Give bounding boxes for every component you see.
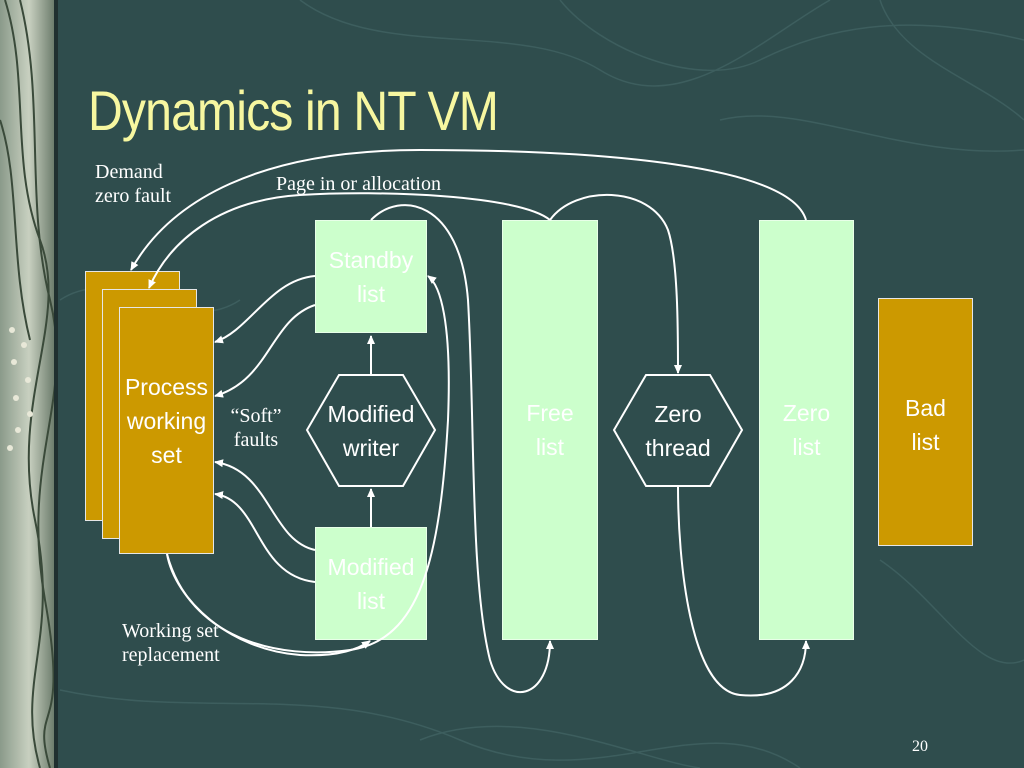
pws-line-2: working <box>126 407 207 434</box>
zero-list-box: Zero list <box>759 220 854 640</box>
arrow-modified-soft-fault-2 <box>214 491 316 583</box>
arrow-zero-to-process <box>130 148 807 271</box>
free-list-line-2: list <box>535 434 565 460</box>
arrow-process-to-standby <box>166 275 450 654</box>
standby-list-box: Standby list <box>315 220 427 333</box>
zero-list-line-2: list <box>792 434 821 460</box>
zero-thread-line-1: Zero <box>654 400 702 427</box>
arrow-process-to-modified <box>166 553 371 657</box>
arrow-free-to-zero-thread <box>549 193 682 374</box>
soft-faults-line-2: faults <box>233 429 279 451</box>
ws-replacement-line-2: replacement <box>122 644 220 666</box>
free-list-box: Free list <box>502 220 598 640</box>
arrow-free-to-process <box>148 192 551 289</box>
pws-line-3: set <box>151 441 182 468</box>
bad-list-box: Bad list <box>878 298 973 546</box>
modified-writer-line-1: Modified <box>327 400 415 427</box>
arrow-modified-soft-fault-1 <box>214 459 316 551</box>
free-list-line-1: Free <box>526 400 574 426</box>
soft-faults-line-1: “Soft” <box>230 405 282 427</box>
zero-thread-line-2: thread <box>645 434 711 461</box>
ws-replacement-line-1: Working set <box>122 620 219 642</box>
decorative-left-strip <box>0 0 58 768</box>
slide-title: Dynamics in NT VM <box>88 79 499 142</box>
modified-writer-label: Modified writer <box>307 375 435 486</box>
arrow-standby-soft-fault-2 <box>214 304 316 398</box>
bad-list-line-1: Bad <box>905 395 946 421</box>
arrow-standby-soft-fault-1 <box>214 275 316 344</box>
soft-faults-label: “Soft” faults <box>222 404 290 452</box>
pws-line-1: Process <box>124 373 209 400</box>
zero-thread-label: Zero thread <box>614 375 742 486</box>
modified-list-line-1: Modified <box>327 553 415 580</box>
standby-line-1: Standby <box>328 246 414 273</box>
modified-list-line-2: list <box>356 587 386 614</box>
modified-writer-line-2: writer <box>342 434 400 461</box>
process-working-set-box: Process working set <box>119 307 214 554</box>
demand-zero-fault-label: Demand zero fault <box>95 160 171 208</box>
modified-list-box: Modified list <box>315 527 427 640</box>
working-set-replacement-label: Working set replacement <box>122 619 220 667</box>
bad-list-line-2: list <box>911 429 940 455</box>
standby-line-2: list <box>356 280 386 307</box>
demand-zero-fault-line-1: Demand <box>95 161 163 183</box>
zero-thread-hexagon <box>612 374 744 487</box>
demand-zero-fault-line-2: zero fault <box>95 185 172 207</box>
arrow-zero-thread-to-zero-list <box>677 485 810 697</box>
page-in-label: Page in or allocation <box>276 173 441 195</box>
page-number: 20 <box>912 738 928 755</box>
arrow-standby-to-free <box>370 204 554 693</box>
modified-writer-hexagon <box>305 374 437 487</box>
zero-list-line-1: Zero <box>782 400 831 426</box>
